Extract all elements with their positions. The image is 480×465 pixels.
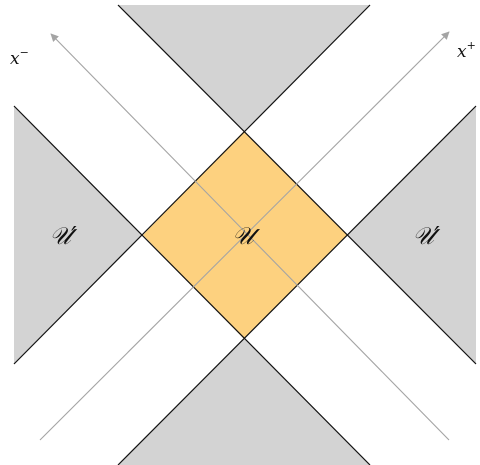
right-spacelike-region [347,106,476,364]
x-minus-axis-base: x [10,49,20,69]
future-timelike-region [118,5,370,131]
left-to-bottom-light-line [13,105,371,465]
right-to-top-light-line [117,4,477,365]
x-plus-axis-base: x [457,42,467,62]
x-minus-axis-label: x− [10,46,29,69]
x-plus-axis-label: x+ [457,39,476,62]
x-plus-axis-line [39,31,450,441]
x-minus-axis-line [50,33,450,441]
U-prime-right-label: 𝒰′ [412,222,440,250]
left-spacelike-region [14,106,143,364]
x-plus-axis-superscript: + [467,39,476,52]
past-timelike-region [118,339,370,465]
x-minus-axis-superscript: − [20,46,29,59]
left-to-top-light-line [13,4,371,365]
U-prime-left-label: 𝒰′ [49,222,77,250]
